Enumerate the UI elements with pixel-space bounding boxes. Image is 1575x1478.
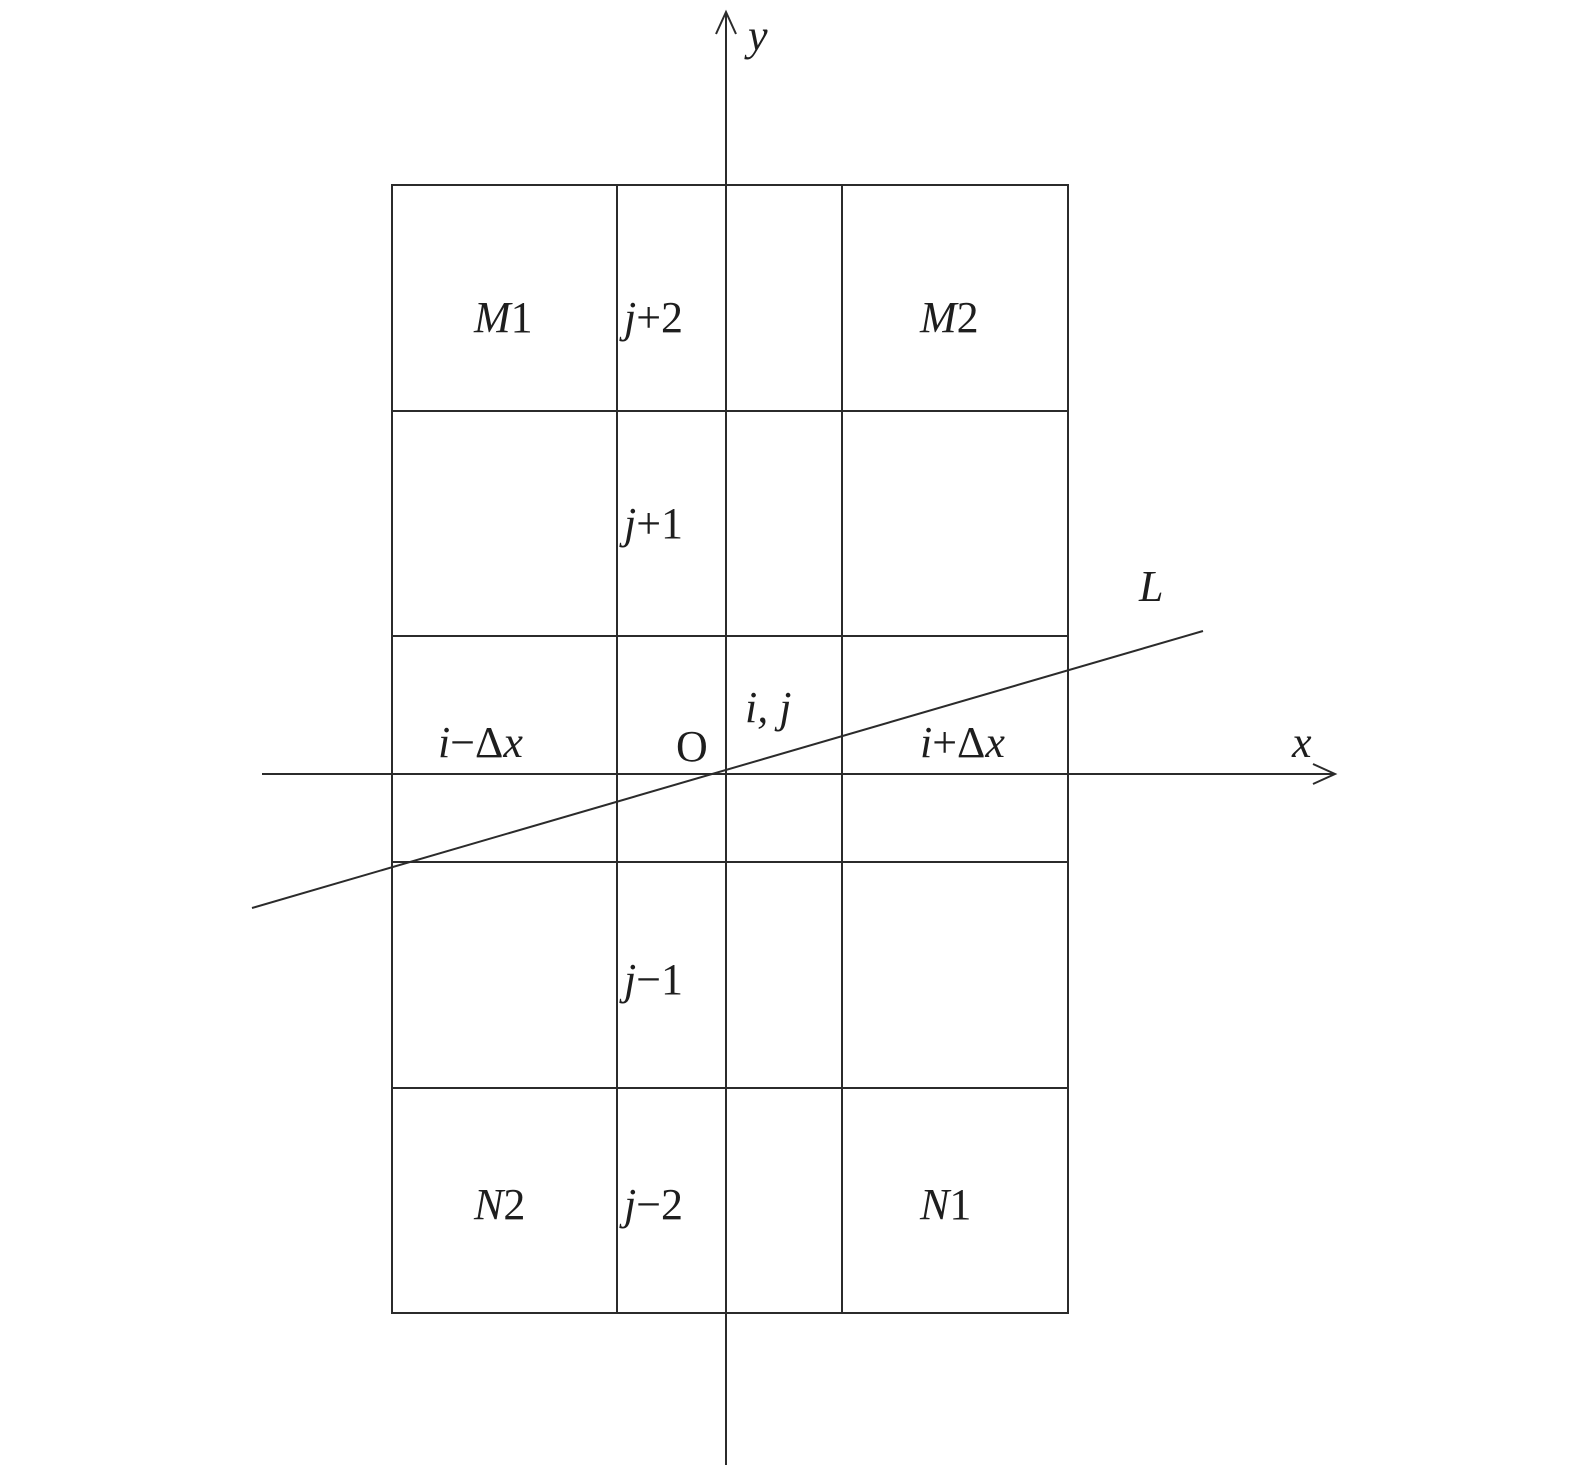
row-label-j-minus-2: j−2 — [619, 1180, 683, 1229]
row-label-j-plus-1: j+1 — [619, 499, 683, 548]
cell-label-n2: N2 — [473, 1180, 525, 1229]
grid — [391, 184, 1069, 1314]
axes — [262, 9, 1338, 1465]
cell-label-i-minus-dx: i−Δx — [438, 718, 523, 767]
cell-label-n1: N1 — [919, 1180, 971, 1229]
cell-label-m2: M2 — [919, 293, 979, 342]
line-l — [251, 630, 1204, 909]
origin-label: O — [676, 722, 708, 771]
y-axis-arrowhead — [715, 9, 737, 35]
row-label-j-plus-2: j+2 — [619, 293, 683, 342]
cell-label-m1: M1 — [473, 293, 533, 342]
cell-label-i-plus-dx: i+Δx — [920, 718, 1005, 767]
grid-outer-border — [391, 184, 1069, 1314]
y-axis-label: y — [744, 11, 768, 60]
x-axis-arrowhead — [1312, 763, 1338, 785]
cell-label-i-j: i, j — [745, 683, 791, 732]
row-label-j-minus-1: j−1 — [619, 955, 683, 1004]
line-l-label: L — [1138, 562, 1163, 611]
x-axis-label: x — [1291, 718, 1312, 767]
